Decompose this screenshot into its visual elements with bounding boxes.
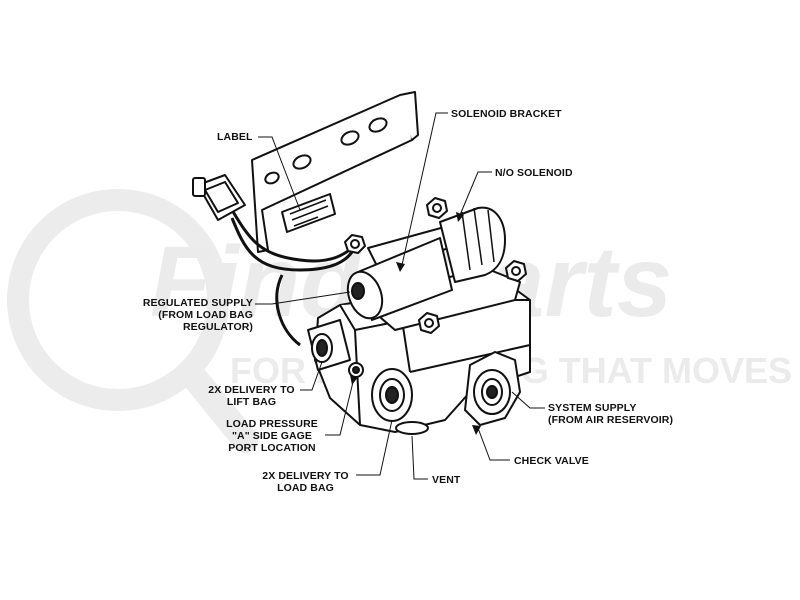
- solenoid-connector: [192, 174, 246, 221]
- mounting-bracket: [251, 91, 419, 253]
- leader-line-load-pressure: [325, 377, 355, 436]
- callout-check-valve: CHECK VALVE: [514, 455, 589, 467]
- callout-delivery-lift: 2X DELIVERY TO LIFT BAG: [208, 384, 295, 408]
- bolt: [344, 234, 366, 254]
- arrowhead: [350, 375, 358, 385]
- callout-no-solenoid: N/O SOLENOID: [495, 167, 573, 179]
- leader-line-no-solenoid: [459, 171, 492, 216]
- arrowhead: [472, 425, 481, 435]
- leader-line-delivery-lift: [300, 361, 323, 391]
- bolt: [505, 260, 527, 282]
- callout-regulated-supply: REGULATED SUPPLY (FROM LOAD BAG REGULATO…: [142, 297, 253, 333]
- leader-line-regulated-supply: [255, 291, 351, 305]
- leader-line-check-valve: [477, 427, 510, 461]
- gage-port: [348, 362, 364, 378]
- arrowhead: [456, 212, 464, 222]
- wire-harness: [230, 209, 357, 347]
- bolt: [426, 197, 448, 219]
- vent-port: [395, 421, 429, 435]
- watermark-magnifier-icon: [7, 189, 258, 453]
- callout-vent: VENT: [432, 474, 461, 486]
- callout-system-supply: SYSTEM SUPPLY (FROM AIR RESERVOIR): [548, 402, 674, 426]
- leader-line-system-supply: [511, 391, 545, 409]
- load-bag-delivery-port: [371, 368, 413, 422]
- callout-delivery-load: 2X DELIVERY TO LOAD BAG: [262, 470, 349, 494]
- bolt: [418, 312, 440, 334]
- leader-line-solenoid-bracket: [401, 112, 448, 266]
- callout-solenoid-bracket: SOLENOID BRACKET: [451, 108, 562, 120]
- leader-line-delivery-load: [356, 419, 393, 476]
- leader-line-vent: [411, 435, 428, 480]
- lift-bag-delivery-port: [307, 319, 351, 371]
- arrowhead: [396, 262, 405, 272]
- system-supply-port: [464, 351, 521, 426]
- bracket-label-plate: [281, 193, 336, 233]
- leader-line-label: [258, 136, 301, 211]
- callout-load-pressure: LOAD PRESSURE "A" SIDE GAGE PORT LOCATIO…: [226, 418, 318, 454]
- solenoid-assembly: [346, 206, 506, 321]
- callout-label: LABEL: [217, 131, 253, 143]
